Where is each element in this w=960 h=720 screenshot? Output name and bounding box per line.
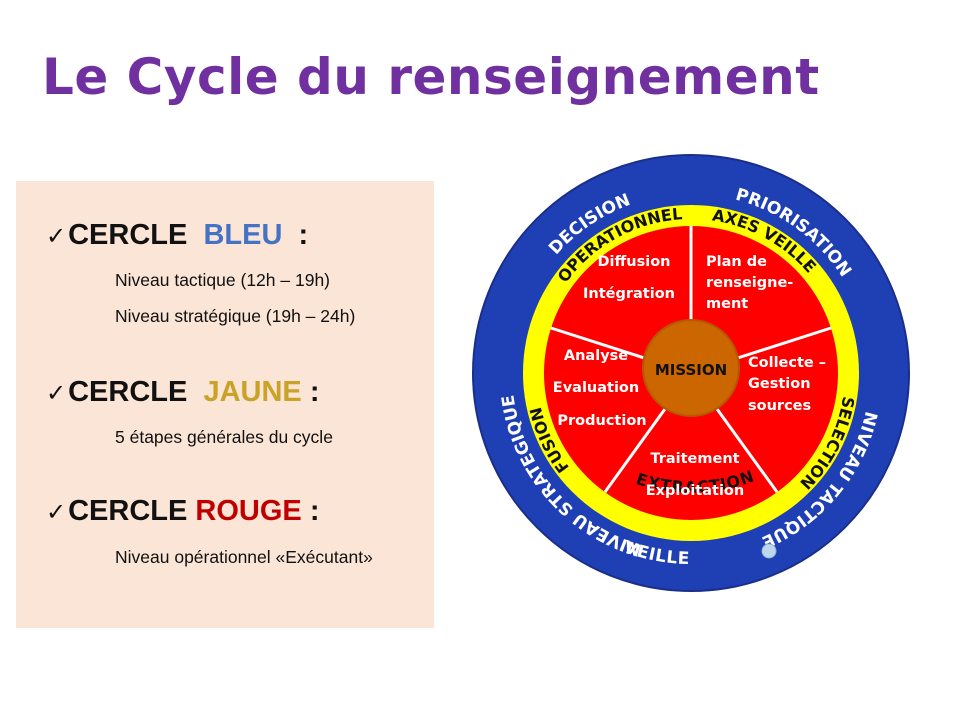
mission-center xyxy=(642,319,740,417)
wedge-text: ment xyxy=(706,296,748,312)
legend-heading-rouge: ✓CERCLE ROUGE : xyxy=(46,495,319,528)
heading-word-bleu: BLEU xyxy=(203,219,283,251)
heading-prefix: CERCLE xyxy=(68,219,188,251)
legend-panel: ✓CERCLE BLEU : Niveau tactique (12h – 19… xyxy=(16,181,434,628)
wedge-text: Analyse xyxy=(564,348,628,364)
page-title: Le Cycle du renseignement xyxy=(42,48,820,106)
legend-line: 5 étapes générales du cycle xyxy=(115,427,333,447)
checkmark-icon: ✓ xyxy=(46,379,67,407)
heading-colon: : xyxy=(298,219,309,251)
legend-line: Niveau tactique (12h – 19h) xyxy=(115,270,330,290)
heading-colon: : xyxy=(309,495,320,527)
heading-word-jaune: JAUNE xyxy=(203,376,302,408)
wedge-text: renseigne- xyxy=(706,275,793,291)
heading-prefix: CERCLE xyxy=(68,376,188,408)
wedge-text: Production xyxy=(557,413,646,429)
legend-line: Niveau opérationnel «Exécutant» xyxy=(115,547,373,567)
legend-heading-bleu: ✓CERCLE BLEU : xyxy=(46,219,308,252)
checkmark-icon: ✓ xyxy=(46,222,67,250)
wedge-text: sources xyxy=(748,398,811,414)
wedge-text: Traitement xyxy=(650,451,739,467)
dot-marker-icon xyxy=(761,543,777,559)
checkmark-icon: ✓ xyxy=(46,498,67,526)
heading-prefix: CERCLE xyxy=(68,495,188,527)
wedge-text: Collecte – xyxy=(748,355,826,371)
wedge-text: Exploitation xyxy=(646,483,744,499)
mission-label: MISSION xyxy=(655,361,727,379)
legend-heading-jaune: ✓CERCLE JAUNE : xyxy=(46,376,320,409)
wedge-text: Diffusion xyxy=(598,254,671,270)
wedge-text: Plan de xyxy=(706,254,767,270)
heading-word-rouge: ROUGE xyxy=(195,495,302,527)
heading-colon: : xyxy=(309,376,320,408)
wedge-text: Gestion xyxy=(748,376,811,392)
wedge-text: Evaluation xyxy=(553,380,639,396)
wedge-text: Intégration xyxy=(583,286,675,302)
intelligence-cycle-diagram: MISSION DECISION PRIORISATION NIVEAU STR… xyxy=(472,154,910,592)
legend-line: Niveau stratégique (19h – 24h) xyxy=(115,306,356,326)
